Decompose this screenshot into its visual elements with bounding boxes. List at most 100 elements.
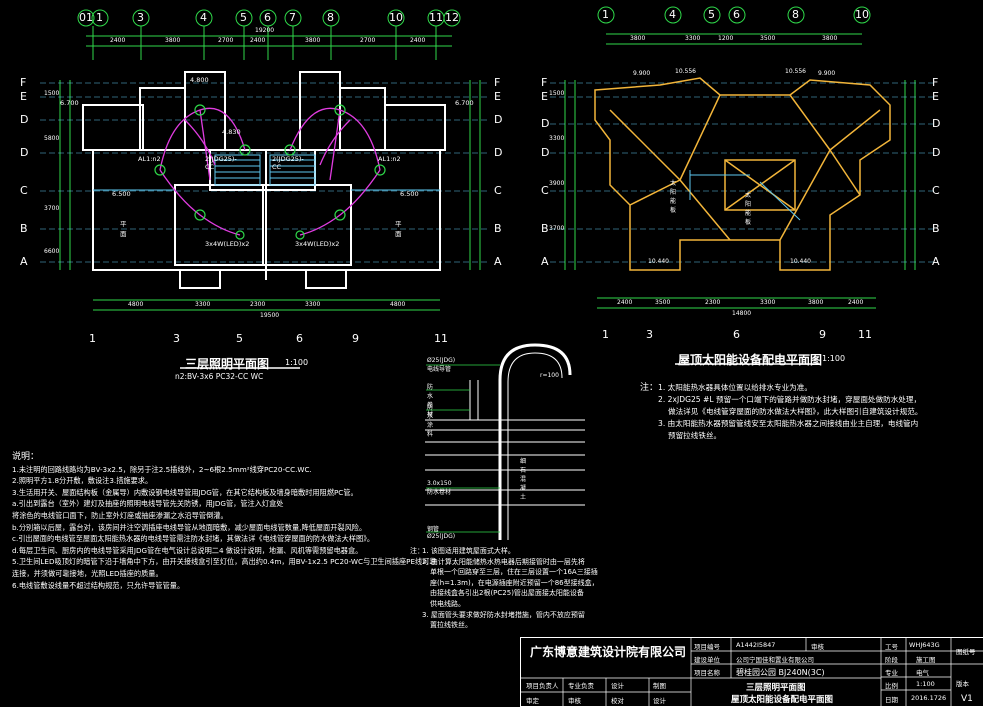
axis-label: 1 — [602, 328, 609, 341]
tb-label: 工号 — [885, 643, 898, 651]
height-label: 10.556 — [785, 68, 806, 75]
axis-label: 6 — [733, 8, 740, 21]
axis-label: E — [932, 90, 939, 103]
axis-label: C — [541, 184, 549, 197]
height-label: 10.440 — [648, 258, 669, 265]
axis-label: A — [494, 255, 502, 268]
tb-row-label: 项目负责人 — [526, 682, 559, 690]
note-line: b.分别箱以后屋，露台对，该房间并注空调插座电线导管从地面暗敷，减少屋面电线管数… — [12, 522, 367, 532]
level-label: 4.800 — [190, 76, 209, 84]
dim-label: 2700 — [360, 37, 376, 44]
level-label: 6.500 — [112, 190, 131, 198]
tb-label: 审核 — [811, 643, 824, 651]
left-plan-scale: 1:100 — [285, 358, 309, 367]
axis-label: 5 — [708, 8, 715, 21]
axis-label: C — [932, 184, 940, 197]
tb-row-label: 专业负责 — [568, 682, 594, 690]
axis-label: E — [20, 90, 27, 103]
level-label: 6.500 — [400, 190, 419, 198]
dim-label: 3900 — [549, 180, 565, 187]
dim-label: 3500 — [655, 299, 671, 306]
axis-label: D — [541, 146, 550, 159]
axis-label: 6 — [296, 332, 303, 345]
dim-total: 19200 — [255, 27, 275, 34]
axis-label: C — [20, 184, 28, 197]
right-notes: 注： 1. 太阳能热水器具体位置以给排水专业为准。 2. 2xJDG25 #L … — [640, 382, 922, 440]
axis-label: A — [20, 255, 28, 268]
tb-row-label: 设计 — [611, 682, 624, 690]
axis-label: D — [932, 117, 941, 130]
tb-label: 比例 — [885, 682, 898, 690]
tb-row-label: 审定 — [526, 697, 539, 705]
tb-client: 公司宁国佳和置业有限公司 — [736, 656, 814, 664]
left-wiring — [159, 107, 381, 236]
level-label: 6.700 — [60, 99, 79, 107]
notes-heading: 说明： — [12, 452, 40, 462]
axis-label: 9 — [819, 328, 826, 341]
dim-label: 4800 — [390, 301, 406, 308]
axis-label: D — [494, 146, 503, 159]
axis-label: 10 — [389, 11, 403, 24]
left-notes: 说明： 1.未注明的回路线路均为BV-3x2.5，除另于注2.5插线外，2~6根… — [12, 452, 437, 591]
left-dim-lines — [59, 26, 481, 311]
tb-row-label: 设计 — [653, 697, 666, 705]
axis-label: 5 — [236, 332, 243, 345]
tb-label: 日期 — [885, 696, 898, 704]
dim-total: 19500 — [260, 312, 280, 319]
left-plan-subtitle: n2:BV-3x6 PC32-CC WC — [175, 372, 264, 381]
panel-label: AL1:n2 — [378, 155, 401, 163]
dim-label: 3300 — [549, 135, 565, 142]
fixture-label: 3x4W(LED)x2 — [205, 240, 250, 248]
detail-label: 细石混凝土 — [520, 458, 527, 501]
note-line: 2.照明平方1.8分开敷，敷设注3.措施要求。 — [12, 476, 153, 486]
note-line: 2. 2xJDG25 #L 预留一个口端下的管路并做防水封堵，穿屋面处做防水处理… — [658, 395, 922, 404]
note-line: 座(h=1.3m)，在电源插座附近预留一个86型接线盒， — [430, 578, 599, 587]
axis-label: 11 — [858, 328, 872, 341]
tb-row-label: 审核 — [568, 697, 581, 705]
axis-label: 5 — [240, 11, 247, 24]
dim-label: 3800 — [165, 37, 181, 44]
axis-label: D — [20, 146, 29, 159]
tb-sheet: V1 — [961, 694, 973, 704]
equipment-label: 太阳能板 — [745, 192, 752, 226]
detail-label: 3.0x150防水卷材 — [427, 480, 452, 496]
level-label: 4.830 — [222, 128, 241, 136]
tb-project: 碧桂园公园 BJ240N(3C) — [736, 668, 825, 677]
height-label: 9.900 — [818, 70, 836, 77]
tb-scale: 1:100 — [916, 680, 935, 688]
axis-label: E — [494, 90, 501, 103]
room-label: 平面 — [395, 220, 402, 238]
axis-label: 01 — [79, 11, 93, 24]
note-line: c.引出屋面的电线管至屋面太阳能热水器的电线导管需注防水封堵，其做法详《电线管穿… — [12, 534, 375, 544]
axis-label: 3 — [173, 332, 180, 345]
dim-label: 3500 — [760, 35, 776, 42]
tb-row-label: 校对 — [611, 697, 624, 705]
axis-label: B — [20, 222, 28, 235]
axis-label: 12 — [445, 11, 459, 24]
notes-label: 注： — [640, 383, 659, 393]
dim-label: 4800 — [128, 301, 144, 308]
note-line: 将涂色的电线管口面下，防止室外灯座或抽座渗漏之水沿导管倒灌。 — [12, 510, 228, 520]
axis-label: 9 — [352, 332, 359, 345]
axis-label: D — [494, 113, 503, 126]
note-line: 5.卫生间LED吸顶灯的暗管下沿于墙角中下方，由开关接线盒引至灯位，高出约0.4… — [12, 557, 437, 567]
tb-label: 阶段 — [885, 656, 898, 664]
tb-label: 图纸号 — [956, 648, 976, 656]
axis-label: A — [541, 255, 549, 268]
axis-label: 1 — [89, 332, 96, 345]
room-label: 平面 — [120, 220, 127, 238]
dim-label: 3300 — [195, 301, 211, 308]
note-line: 3. 由太阳能热水器预留管线安至太阳能热水器之间接线由业主自理，电线管内 — [658, 419, 919, 428]
dim-label: 3800 — [808, 299, 824, 306]
level-label: 6.700 — [455, 99, 474, 107]
note-line: 连接，并须做可靠接地，光照LED插座的质量。 — [12, 568, 163, 578]
note-line: 做法详见《电线管穿屋面的防水做法大样图》，此大样图引自建筑设计规范。 — [668, 407, 923, 416]
tb-project-no: A1442I5847 — [736, 641, 776, 649]
dim-label: 2300 — [250, 301, 266, 308]
tb-label: 建设单位 — [694, 656, 720, 664]
dim-label: 2400 — [617, 299, 633, 306]
note-line: 供电线路。 — [430, 599, 465, 608]
axis-label: D — [932, 146, 941, 159]
axis-label: F — [20, 76, 27, 89]
detail-label: 钢管Ø25(JDG) — [427, 526, 456, 540]
